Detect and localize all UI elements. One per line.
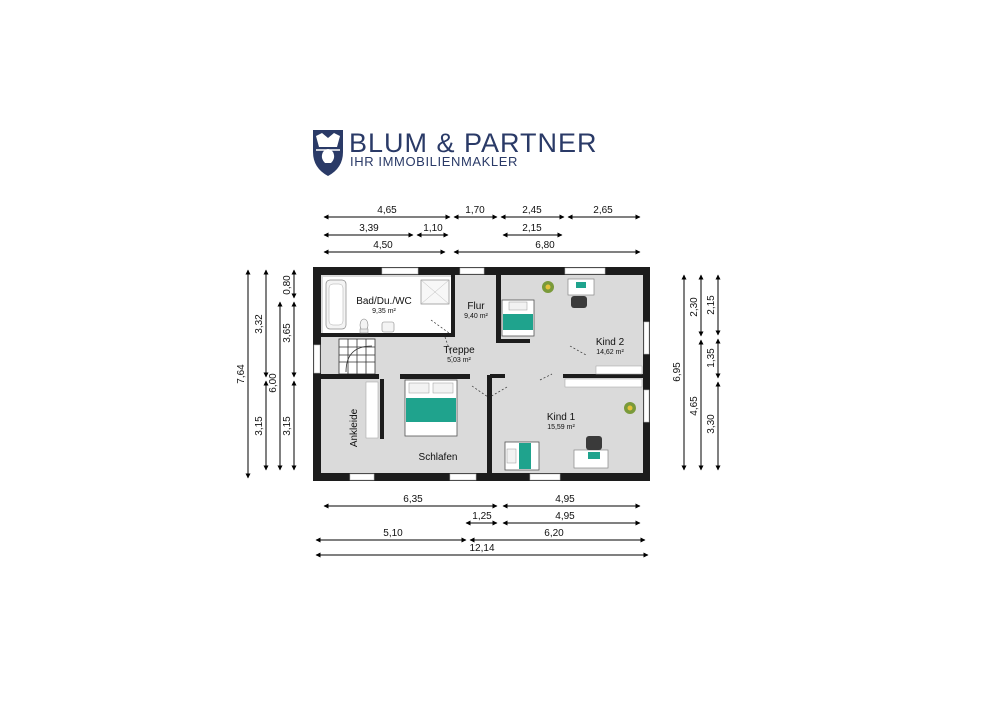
- plant-icon-kind2: [542, 281, 554, 293]
- dimensions-left: 7,64 3,32 3,15 6,00 0,80 3,65 3,15: [236, 269, 297, 479]
- dim-bottom-4-1: 12,14: [469, 543, 494, 554]
- room-name-schlafen: Schlafen: [419, 452, 458, 463]
- door-swings: [430, 319, 587, 398]
- room-area-kind1: 15,59 m²: [547, 424, 575, 431]
- dimensions-bottom: 6,35 4,95 1,25 4,95 5,10 6,20 12,14: [315, 494, 649, 558]
- dim-right-1-1: 6,95: [672, 362, 683, 382]
- dim-top-2-1: 3,39: [359, 223, 379, 234]
- desk-icon-kind1: [573, 436, 609, 469]
- dim-right-2-2: 4,65: [689, 396, 700, 416]
- dim-right-3-1: 2,15: [706, 295, 717, 315]
- dim-left-2-1: 3,32: [254, 314, 265, 334]
- desk-icon-kind2: [567, 278, 595, 308]
- dim-bottom-3-2: 6,20: [544, 528, 564, 539]
- bathtub-icon: [325, 279, 347, 330]
- bed-icon-schlafen: [404, 379, 458, 437]
- furniture: [325, 278, 643, 471]
- room-name-ankleide: Ankleide: [349, 408, 360, 447]
- bed-icon-kind1: [504, 441, 540, 471]
- shower-icon: [420, 279, 450, 305]
- room-area-treppe: 5,03 m²: [447, 357, 471, 364]
- dim-top-1-4: 2,65: [593, 205, 613, 216]
- dim-top-3-1: 4,50: [373, 240, 393, 251]
- brand-logo: BLUM & PARTNER IHR IMMOBILIENMAKLER: [313, 128, 598, 176]
- dim-left-4-2: 3,65: [282, 323, 293, 343]
- dimensions-top: 4,65 1,70 2,45 2,65 3,39 1,10 2,15 4,50 …: [323, 205, 641, 255]
- bed-icon-kind2: [501, 299, 535, 337]
- shield-icon: [313, 130, 343, 176]
- dim-left-2-2: 3,15: [254, 416, 265, 436]
- dim-top-1-1: 4,65: [377, 205, 397, 216]
- brand-name: BLUM & PARTNER: [349, 128, 598, 158]
- room-name-flur: Flur: [467, 301, 485, 312]
- dim-left-3-1: 6,00: [268, 373, 279, 393]
- dimensions-right: 6,95 2,30 4,65 2,15 1,35 3,30: [672, 274, 721, 471]
- room-area-bad: 9,35 m²: [372, 308, 396, 315]
- dim-bottom-1-2: 4,95: [555, 494, 575, 505]
- dim-top-1-3: 2,45: [522, 205, 542, 216]
- dim-bottom-2-1: 1,25: [472, 511, 492, 522]
- windows: [313, 267, 650, 481]
- toilet-icon: [359, 318, 369, 334]
- room-area-kind2: 14,62 m²: [596, 349, 624, 356]
- dim-top-3-2: 6,80: [535, 240, 555, 251]
- staircase: [338, 338, 376, 375]
- dim-bottom-2-2: 4,95: [555, 511, 575, 522]
- dim-right-3-2: 1,35: [706, 348, 717, 368]
- room-name-bad: Bad/Du./WC: [356, 296, 412, 307]
- dim-left-1-1: 7,64: [236, 364, 247, 384]
- dim-right-2-1: 2,30: [689, 297, 700, 317]
- room-area-flur: 9,40 m²: [464, 313, 488, 320]
- room-name-kind1: Kind 1: [547, 412, 576, 423]
- dim-top-2-3: 2,15: [522, 223, 542, 234]
- dim-left-4-3: 3,15: [282, 416, 293, 436]
- dim-right-3-3: 3,30: [706, 414, 717, 434]
- dim-top-2-2: 1,10: [423, 223, 443, 234]
- plant-icon-kind1: [624, 402, 636, 414]
- dim-bottom-3-1: 5,10: [383, 528, 403, 539]
- dim-bottom-1-1: 6,35: [403, 494, 423, 505]
- brand-tagline: IHR IMMOBILIENMAKLER: [350, 154, 518, 169]
- room-labels: Bad/Du./WC 9,35 m² Flur 9,40 m² Kind 2 1…: [349, 296, 625, 463]
- dim-top-1-2: 1,70: [465, 205, 485, 216]
- dim-left-4-1: 0,80: [282, 275, 293, 295]
- room-name-treppe: Treppe: [443, 345, 475, 356]
- room-name-kind2: Kind 2: [596, 337, 625, 348]
- sink-icon: [381, 321, 395, 333]
